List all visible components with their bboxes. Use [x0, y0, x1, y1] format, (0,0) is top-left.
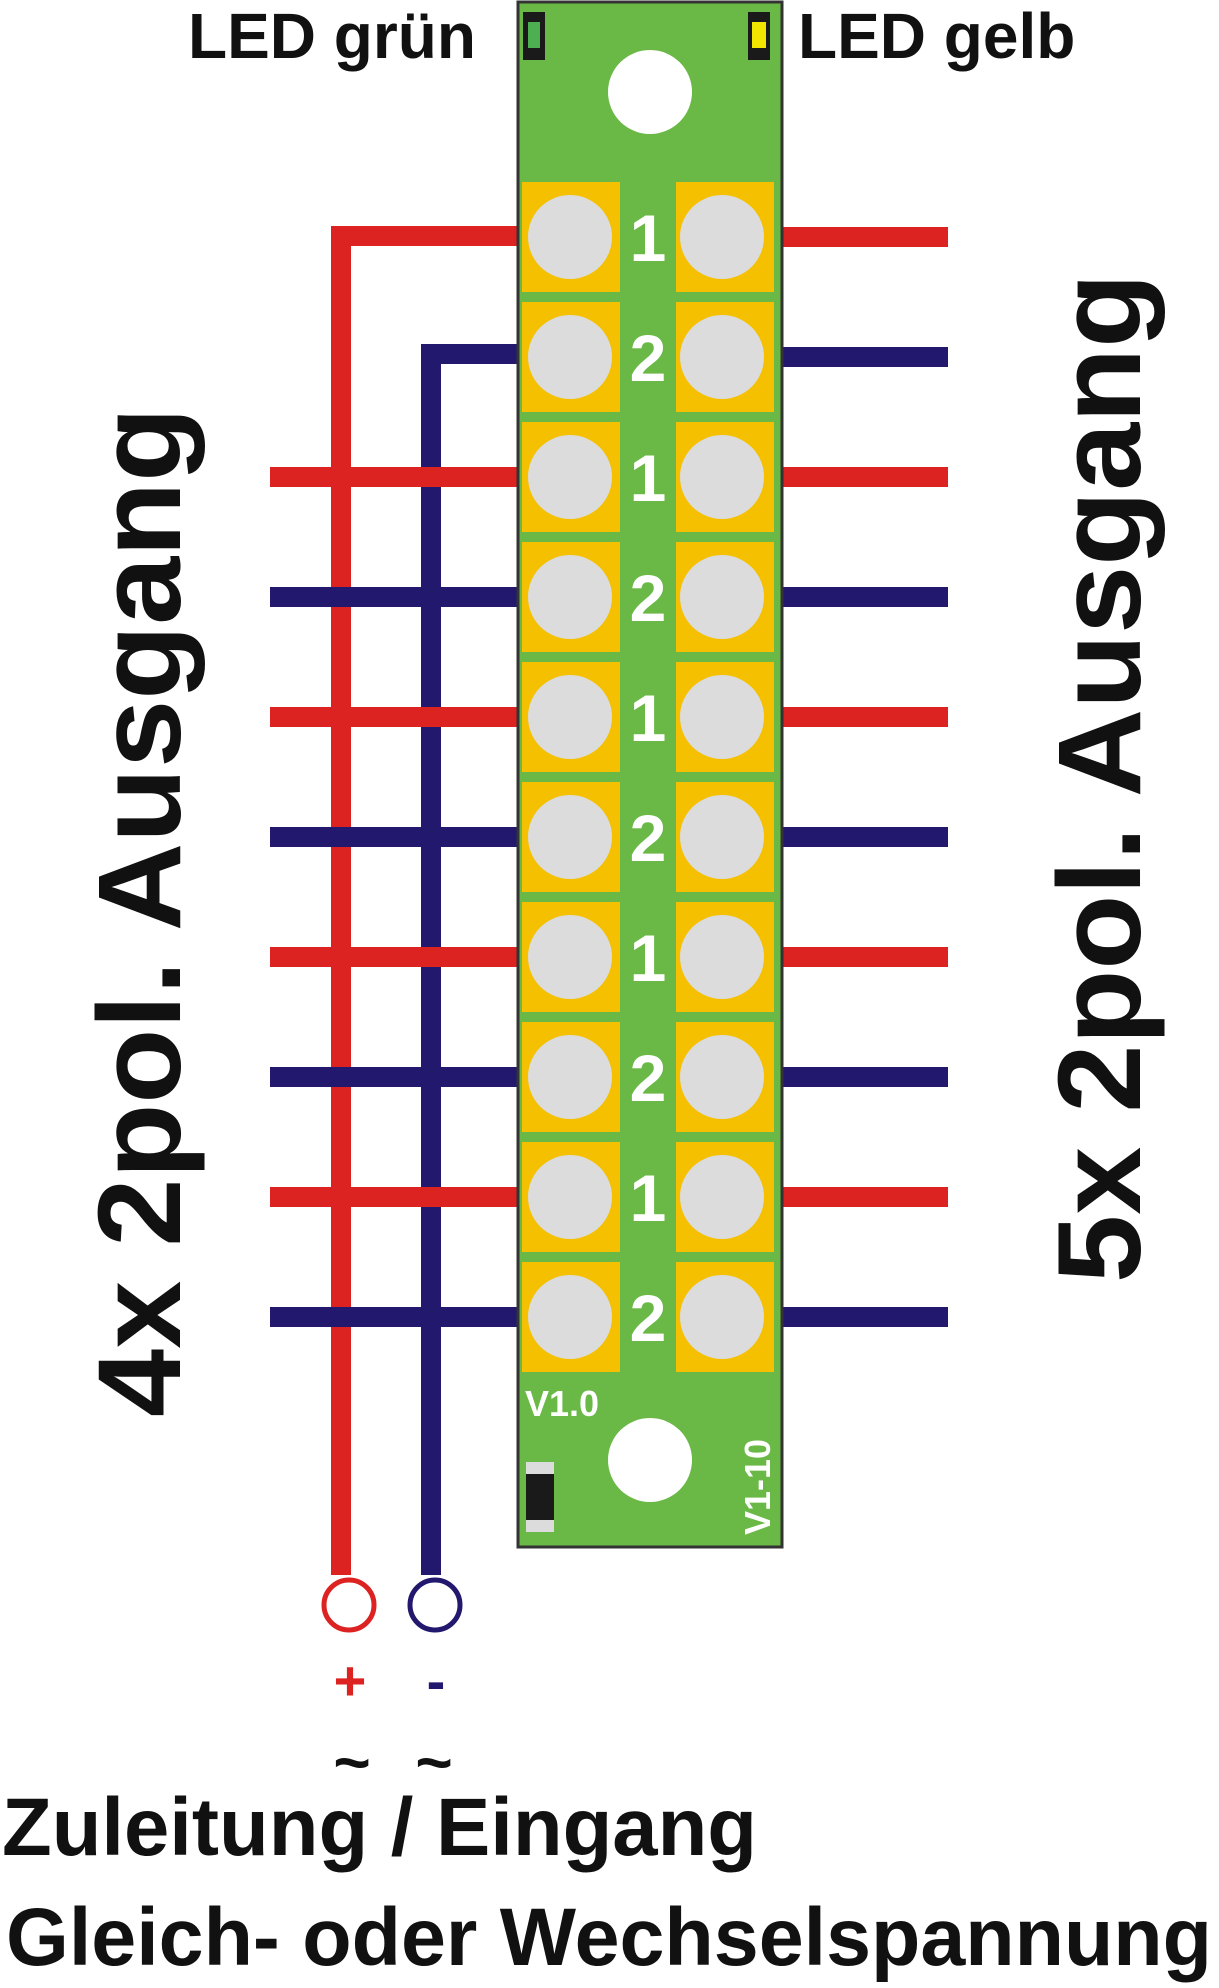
plus-symbol: + [334, 1649, 367, 1712]
terminal-hole-right [680, 555, 764, 639]
terminal-hole-right [680, 315, 764, 399]
version-label: V1.0 [525, 1383, 599, 1424]
terminal-hole-left [528, 435, 612, 519]
plus-ac-symbol: ~ [333, 1726, 370, 1798]
pin-number: 1 [630, 681, 667, 755]
left-output-wire [270, 1187, 530, 1207]
right-output-wire [770, 467, 948, 487]
pin-number: 1 [630, 201, 667, 275]
mounting-hole-top [608, 50, 692, 134]
output-wires [270, 227, 948, 1327]
terminal-hole-right [680, 1155, 764, 1239]
terminal-hole-right [680, 795, 764, 879]
led-yellow-icon [748, 12, 770, 60]
smd-component-icon [526, 1462, 554, 1532]
led-yellow-label: LED gelb [798, 0, 1075, 72]
mounting-hole-bottom [608, 1418, 692, 1502]
pin-number: 2 [630, 561, 667, 635]
pin-number: 2 [630, 321, 667, 395]
minus-input-terminal [407, 1577, 463, 1633]
right-output-label: 5x 2pol. Ausgang [1034, 273, 1166, 1283]
caption-line-2: Gleich- oder Wechselspannung [6, 1892, 1212, 1983]
right-output-wire [770, 707, 948, 727]
left-output-wire [270, 707, 530, 727]
terminal-hole-right [680, 195, 764, 279]
pin-number: 1 [630, 921, 667, 995]
pin-number: 1 [630, 1161, 667, 1235]
right-output-wire [770, 347, 948, 367]
right-output-wire [770, 1187, 948, 1207]
left-output-wire [270, 587, 530, 607]
terminal-hole-left [528, 195, 612, 279]
left-output-wire [270, 827, 530, 847]
pin-number: 1 [630, 441, 667, 515]
right-output-wire [770, 947, 948, 967]
terminal-hole-right [680, 675, 764, 759]
model-label: V1-10 [737, 1439, 778, 1535]
left-output-wire [270, 947, 530, 967]
plus-bus-wire [331, 226, 351, 1575]
terminal-block: 1 2 1 2 1 2 1 2 1 2 [522, 182, 774, 1372]
terminal-hole-left [528, 1155, 612, 1239]
right-output-wire [770, 1067, 948, 1087]
pin-number: 2 [630, 1281, 667, 1355]
right-output-wire [770, 1307, 948, 1327]
left-output-wire [270, 467, 530, 487]
terminal-hole-left [528, 675, 612, 759]
right-output-wire [770, 587, 948, 607]
terminal-hole-left [528, 555, 612, 639]
terminal-hole-left [528, 915, 612, 999]
terminal-hole-left [528, 1035, 612, 1119]
led-green-icon [523, 12, 545, 60]
left-output-wire [270, 1067, 530, 1087]
terminal-hole-right [680, 1035, 764, 1119]
terminal-hole-left [528, 1275, 612, 1359]
terminal-hole-left [528, 795, 612, 879]
left-output-label: 4x 2pol. Ausgang [74, 407, 206, 1417]
minus-ac-symbol: ~ [415, 1726, 452, 1798]
left-output-wire [270, 1307, 530, 1327]
plus-input-terminal [321, 1577, 377, 1633]
terminal-hole-right [680, 1275, 764, 1359]
pin-number: 2 [630, 801, 667, 875]
plus-bus-top [331, 226, 531, 246]
led-green-label: LED grün [188, 0, 476, 72]
minus-bus-top [421, 344, 531, 364]
terminal-hole-left [528, 315, 612, 399]
pin-number: 2 [630, 1041, 667, 1115]
caption-line-1: Zuleitung / Eingang [2, 1782, 757, 1873]
minus-symbol: - [427, 1649, 446, 1712]
terminal-hole-right [680, 915, 764, 999]
right-output-wire [770, 827, 948, 847]
terminal-hole-right [680, 435, 764, 519]
right-output-wire [770, 227, 948, 247]
